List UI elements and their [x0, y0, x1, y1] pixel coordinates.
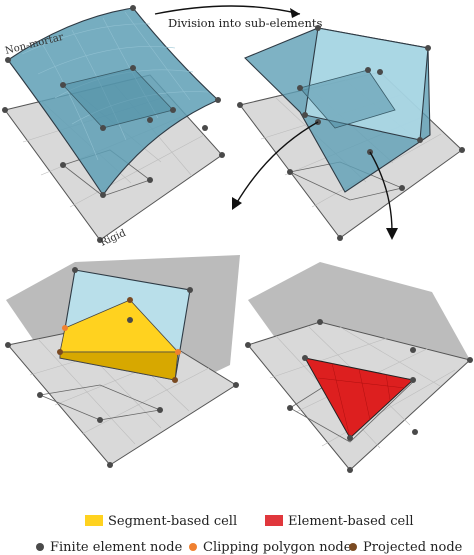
projected-nodes-3	[57, 297, 178, 383]
arrowhead-element	[386, 228, 398, 240]
arrow-to-element	[369, 151, 393, 233]
legend: Segment-based cell Element-based cell Fi…	[36, 514, 463, 555]
panel-curved-surface: Non-mortar Rigid	[2, 5, 225, 249]
panel-segment-based	[5, 255, 240, 468]
division-caption: Division into sub-elements	[168, 16, 323, 30]
division-arrowhead	[290, 8, 300, 18]
clip-node-swatch	[189, 543, 197, 551]
arrowhead-segment	[232, 197, 242, 210]
finite-nodes-4	[245, 319, 473, 473]
segment-cell-swatch	[85, 515, 103, 526]
element-cell-label: Element-based cell	[288, 514, 414, 529]
panel-element-based	[245, 262, 473, 473]
proj-node-label: Projected node	[363, 540, 463, 555]
finite-node-swatch	[36, 543, 44, 551]
panel-sub-elements	[237, 25, 465, 241]
division-arrow	[154, 5, 301, 15]
clip-node-label: Clipping polygon node	[203, 540, 352, 555]
element-cell-grid	[317, 362, 406, 439]
arrow-to-segment	[235, 121, 319, 205]
proj-node-swatch	[349, 543, 357, 551]
finite-nodes-1	[2, 5, 225, 243]
rigid-grid-4	[269, 325, 456, 449]
finite-nodes-3	[5, 267, 239, 468]
sub-element-inner	[299, 69, 396, 129]
clip-nodes-3	[62, 325, 181, 355]
finite-node-label: Finite element node	[50, 540, 183, 555]
segment-cell-label: Segment-based cell	[108, 514, 237, 529]
element-cell-swatch	[265, 515, 283, 526]
